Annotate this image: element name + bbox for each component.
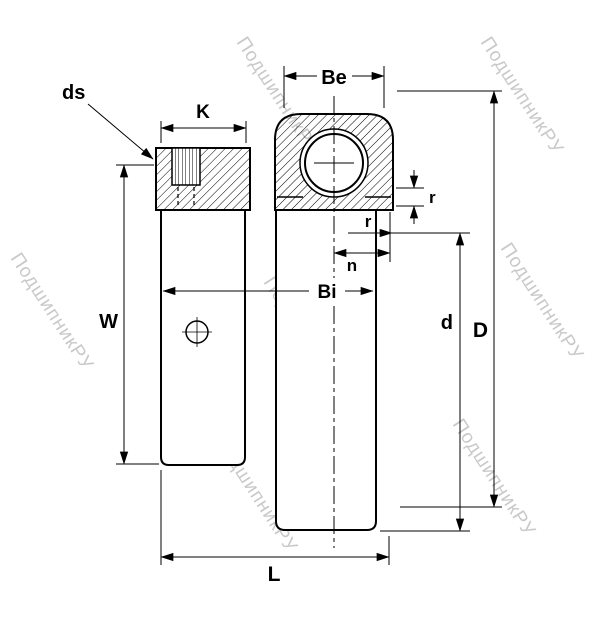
dimension-ds [87,103,154,160]
dimension-w [116,164,159,465]
inner-ring-sleeve [275,209,377,531]
dimensions [87,63,502,565]
collar-section [155,147,251,211]
label-r-upper: r [429,188,436,207]
label-ds: ds [62,82,85,104]
label-mask [317,63,352,88]
collar-side-view [160,209,246,466]
dimension-be [283,63,385,108]
label-mask [309,278,345,303]
label-k: K [196,102,210,123]
label-l: L [268,563,281,586]
dimension-labels: ds K Be r r n Bi W d D L [62,67,488,586]
collar-hatched-body [155,147,251,211]
label-r-lower: r [365,212,372,231]
leader-line [87,103,154,160]
dimension-k [160,121,247,143]
dimension-l [160,470,390,565]
dimension-r-upper [396,170,424,224]
dimension-n [333,212,391,262]
label-n: n [347,256,357,275]
dimension-d-bore [380,232,470,532]
label-be: Be [321,67,347,89]
set-screw [171,147,201,186]
dimension-bi [162,278,374,303]
label-bi: Bi [318,282,337,303]
label-d-outer: D [473,319,488,342]
label-w: W [99,311,118,333]
inner-ring-side-view [275,209,377,531]
dimension-d-outer [397,90,502,508]
label-d-bore: d [441,312,453,334]
